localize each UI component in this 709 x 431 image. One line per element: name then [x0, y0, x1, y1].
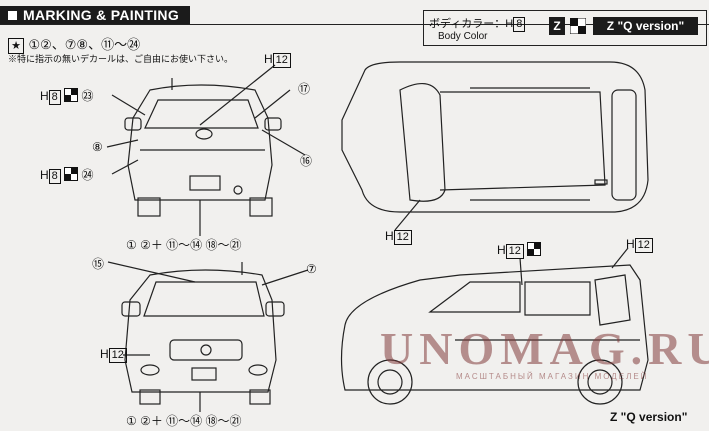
callout-8: ⑧	[92, 140, 103, 154]
side-view-caption: Z "Q version"	[610, 410, 688, 424]
paint-code: 8	[48, 169, 61, 184]
section-header: MARKING & PAINTING	[0, 6, 190, 24]
parts-line: ★ ①②、⑦⑧、⑪〜㉔	[8, 34, 140, 54]
paint-code: 12	[108, 348, 127, 363]
rear-decal-list: ① ②＋ ⑪〜⑭ ⑱〜㉑	[126, 238, 242, 252]
checker-icon	[64, 167, 79, 181]
section-title: MARKING & PAINTING	[23, 7, 180, 23]
header-square-icon	[8, 11, 17, 20]
paint-code-prefix: H	[264, 52, 273, 66]
decal-number: ㉓	[81, 89, 94, 103]
checker-icon	[527, 242, 542, 256]
paint-code-prefix: H	[100, 347, 109, 361]
body-color-code: 8	[513, 17, 526, 32]
callout-16: ⑯	[300, 154, 313, 168]
paint-code: 8	[48, 90, 61, 105]
side-view-drawing	[340, 264, 649, 405]
paint-code-prefix: H	[626, 237, 635, 251]
top-view-drawing	[341, 61, 649, 213]
paint-code: 12	[505, 244, 524, 259]
paint-code-prefix: H	[40, 168, 49, 182]
usage-note: ※特に指示の無いデカールは、ご自由にお使い下さい。	[8, 54, 234, 64]
callout-17: ⑰	[298, 82, 311, 96]
star-icon: ★	[8, 38, 24, 54]
parts-list: ①②、⑦⑧、⑪〜㉔	[28, 37, 141, 52]
paint-code-prefix: H	[40, 89, 49, 103]
front-decal-list: ① ②＋ ⑪〜⑭ ⑱〜㉑	[126, 414, 242, 428]
paint-code: 12	[634, 238, 653, 253]
callout-7: ⑦	[306, 262, 317, 276]
decal-number: ㉔	[81, 168, 94, 182]
paint-code-prefix: H	[497, 243, 506, 257]
header-rule	[0, 24, 709, 25]
watermark-subtext: МАСШТАБНЫЙ МАГАЗИН МОДЕЛЕЙ	[456, 372, 649, 381]
body-color-jp-label: ボディカラー：H	[429, 18, 514, 30]
z-marker: Z	[549, 17, 565, 35]
watermark-text: UNOMAG.RU	[380, 323, 709, 374]
checker-icon	[64, 88, 79, 102]
paint-code-prefix: H	[385, 229, 394, 243]
body-color-en-label: Body Color	[438, 31, 488, 42]
checker-icon	[570, 18, 586, 34]
z-version-label: Z "Q version"	[593, 17, 698, 35]
paint-code: 12	[272, 53, 291, 68]
rear-view-drawing	[124, 78, 282, 217]
front-view-drawing	[121, 262, 285, 405]
callout-15: ⑮	[92, 257, 105, 271]
paint-code: 12	[393, 230, 412, 245]
